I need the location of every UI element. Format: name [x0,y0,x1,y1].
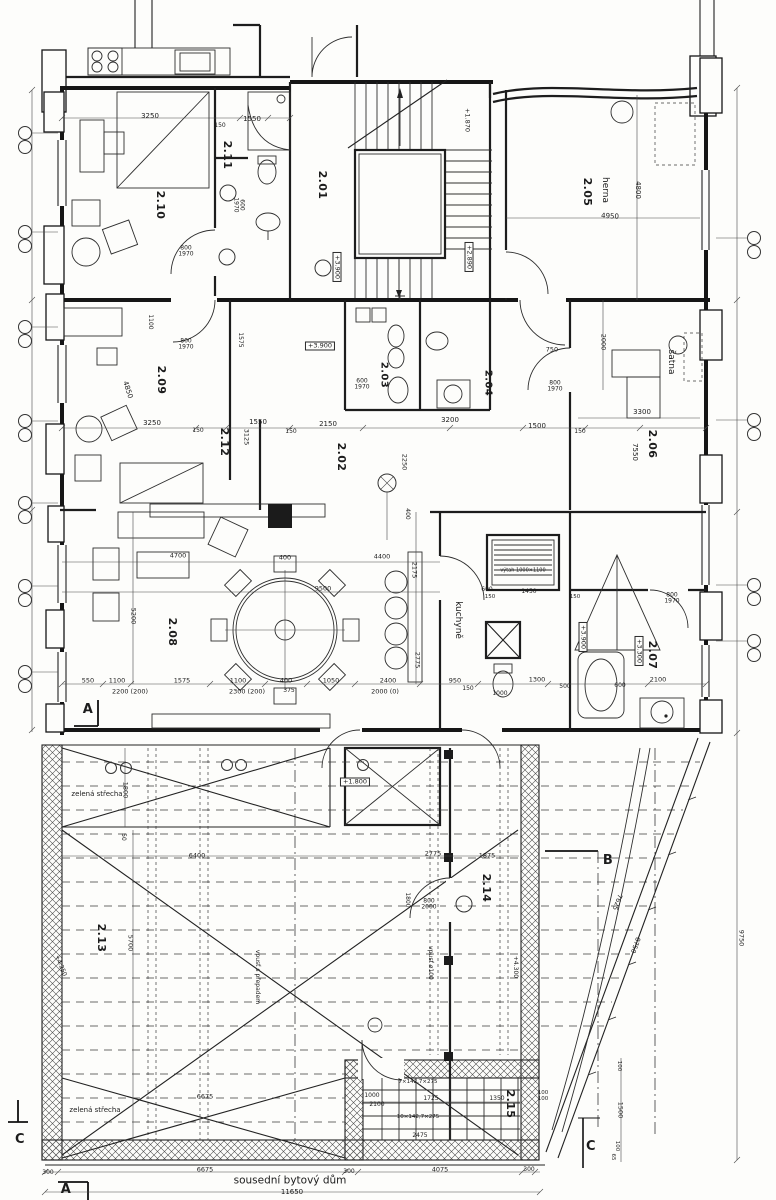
roof-extension [41,737,711,1166]
staircase [347,79,492,300]
neighbor-unit-top [41,0,717,117]
section-lines [8,700,600,1200]
furniture [63,91,703,729]
axis-bubbles [18,126,761,913]
exterior-walls [43,57,723,735]
dimension-lines [28,84,741,1196]
interior-walls [60,82,706,769]
